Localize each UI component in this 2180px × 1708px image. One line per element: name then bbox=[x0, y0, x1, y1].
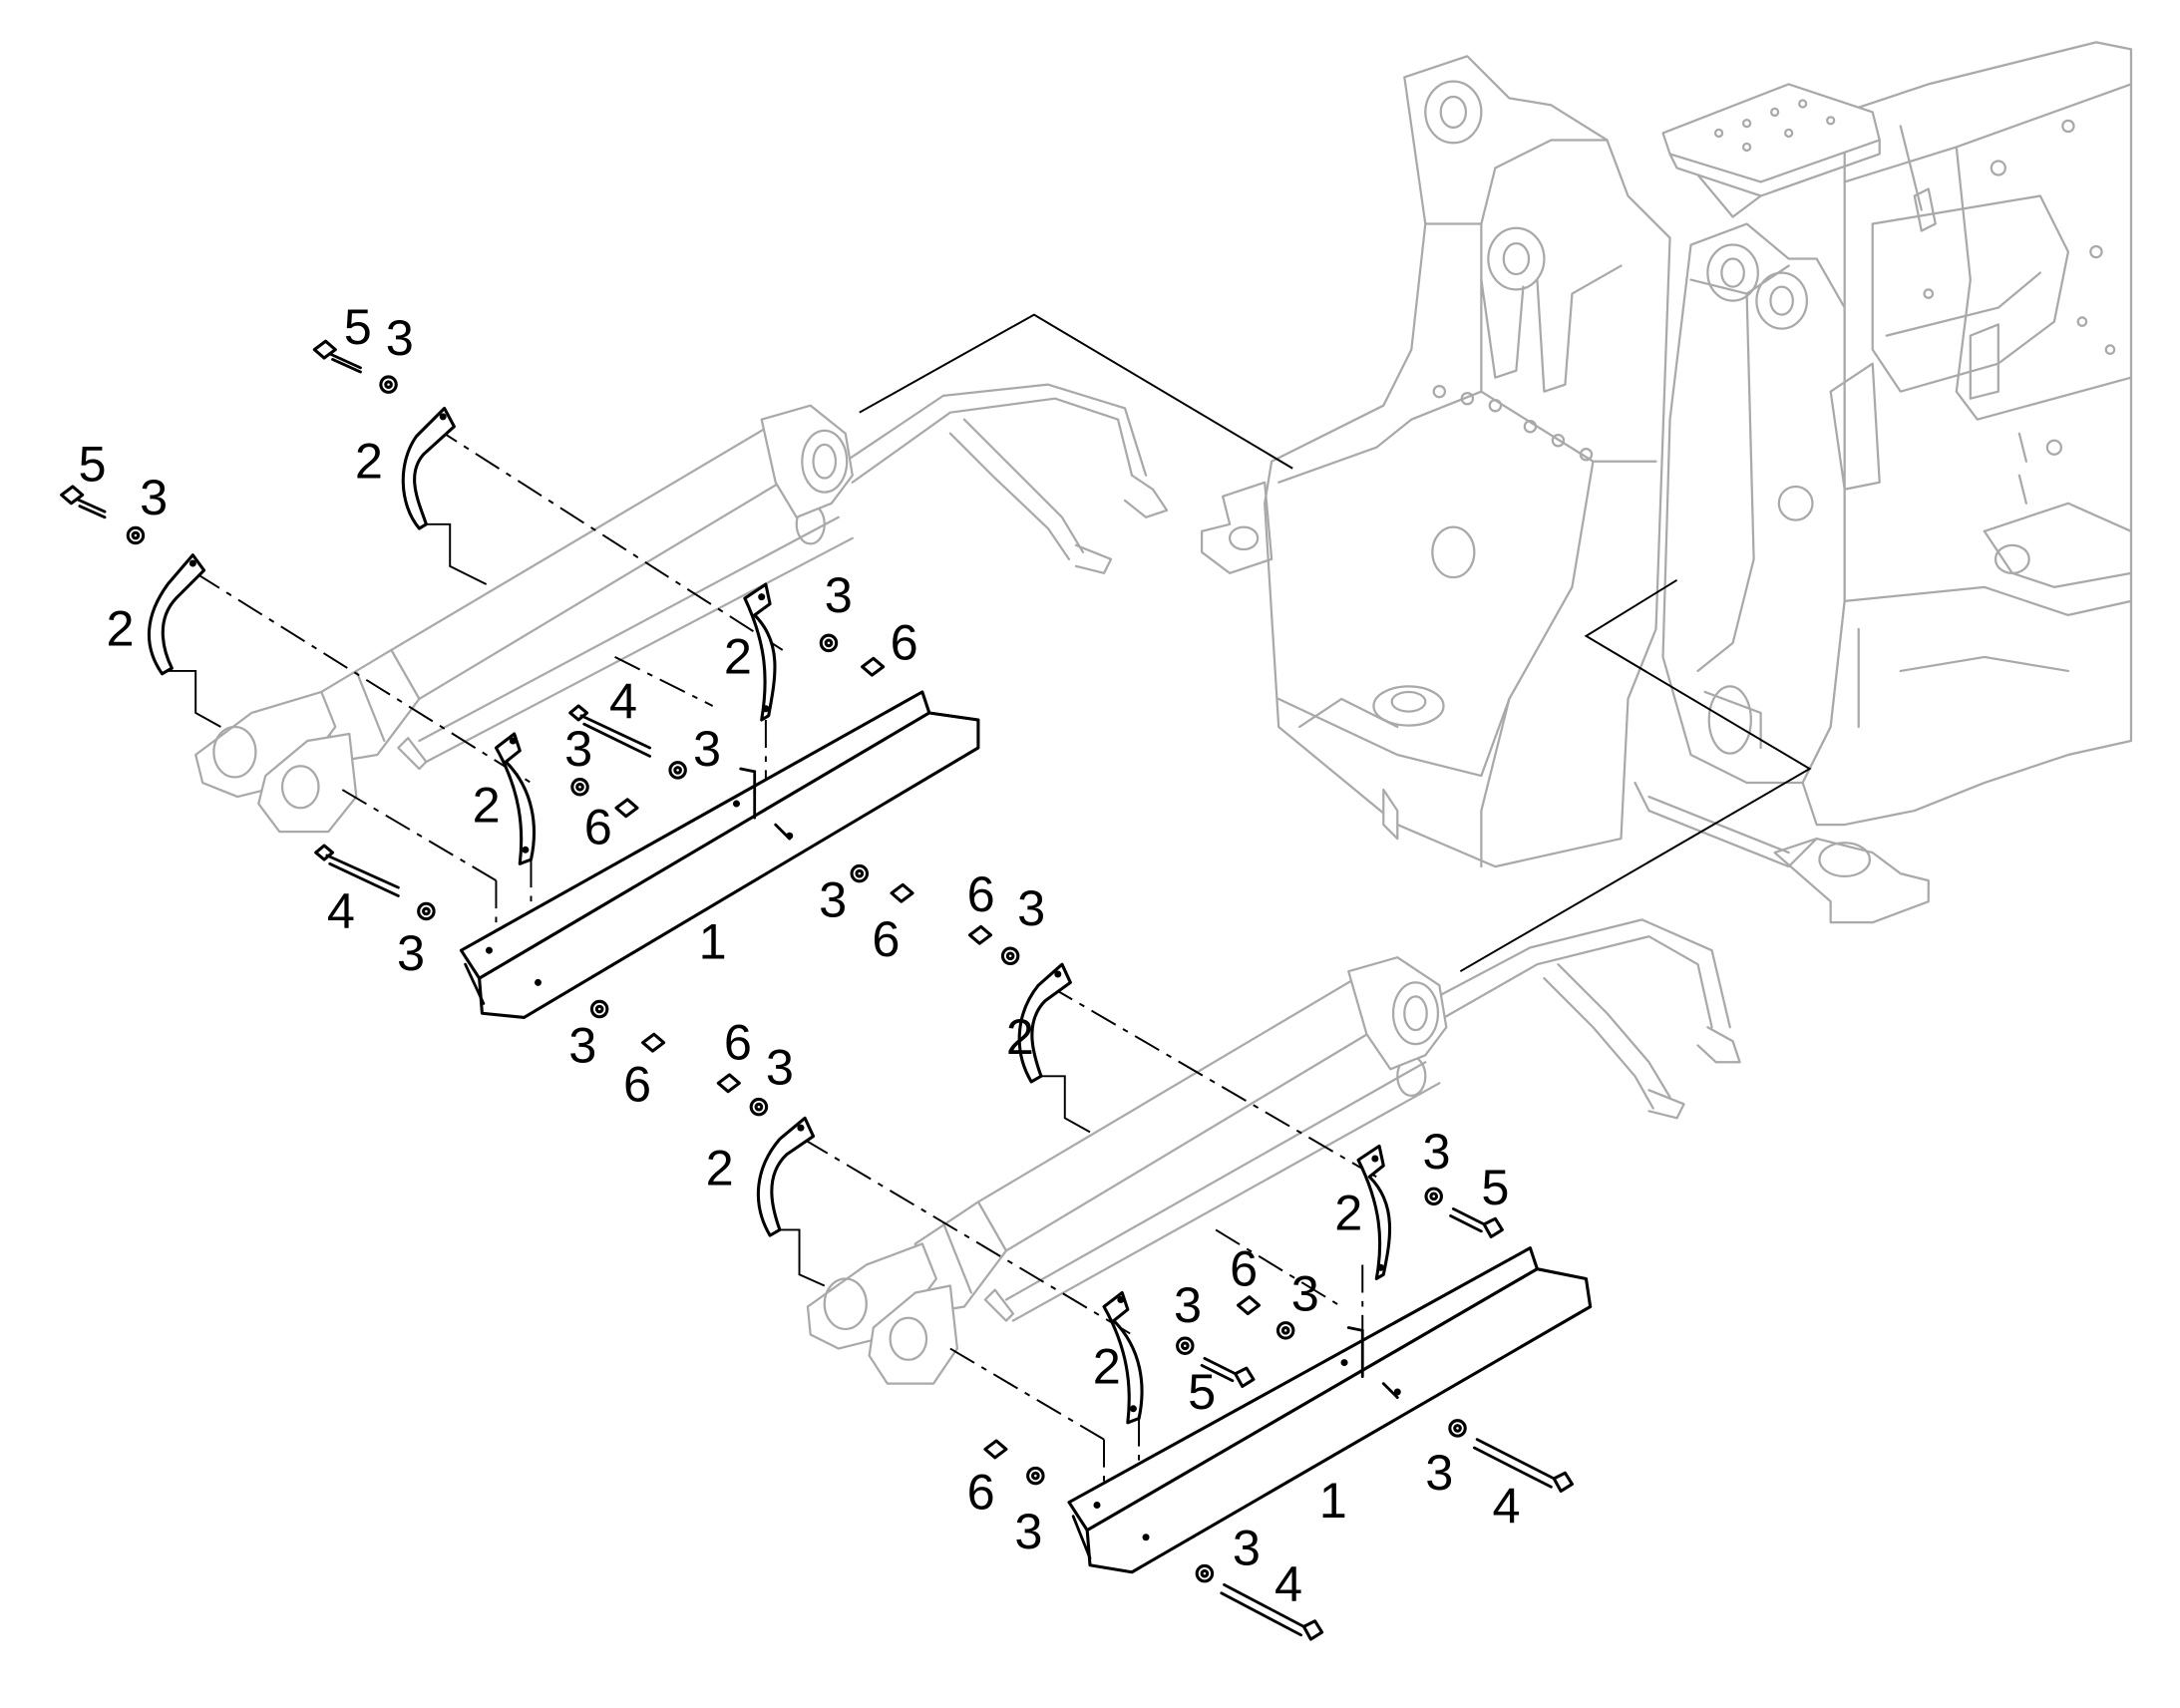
callout-label: 4 bbox=[609, 673, 637, 730]
callout-label: 6 bbox=[872, 910, 900, 967]
machine-frame bbox=[1200, 41, 2133, 924]
callout-label: 3 bbox=[1014, 1503, 1042, 1559]
callout-label: 2 bbox=[1334, 1184, 1362, 1240]
callout-label: 3 bbox=[819, 871, 847, 928]
callout-label: 6 bbox=[891, 614, 918, 671]
lower-clamps bbox=[756, 962, 1392, 1425]
callout-label: 3 bbox=[140, 469, 168, 525]
callout-label: 2 bbox=[473, 776, 501, 833]
callout-label: 6 bbox=[1230, 1239, 1258, 1296]
callout-label: 2 bbox=[1006, 1008, 1034, 1065]
callout-label: 4 bbox=[327, 882, 355, 939]
callout-label: 2 bbox=[106, 600, 134, 657]
upper-clamps bbox=[147, 406, 777, 865]
callout-label: 4 bbox=[1493, 1478, 1521, 1535]
callout-label: 2 bbox=[1093, 1338, 1121, 1395]
callout-label: 1 bbox=[699, 913, 727, 970]
callout-label: 5 bbox=[1188, 1363, 1216, 1420]
callout-label: 3 bbox=[766, 1039, 794, 1096]
upper-fasteners bbox=[60, 339, 914, 1053]
callout-label: 3 bbox=[386, 309, 414, 366]
callout-label: 3 bbox=[1423, 1123, 1451, 1180]
callout-label: 3 bbox=[1425, 1444, 1453, 1501]
callout-label: 3 bbox=[1017, 879, 1045, 936]
callout-label: 5 bbox=[78, 435, 106, 492]
callout-label: 3 bbox=[397, 924, 425, 981]
callout-label: 3 bbox=[568, 1016, 596, 1073]
upper-channel-bar bbox=[459, 690, 980, 1019]
callout-label: 3 bbox=[1233, 1520, 1261, 1576]
callout-label: 2 bbox=[355, 433, 383, 490]
callout-label: 6 bbox=[724, 1013, 752, 1070]
callout-label: 3 bbox=[1174, 1276, 1202, 1333]
callout-label: 5 bbox=[344, 298, 372, 355]
callout-label: 3 bbox=[1291, 1265, 1319, 1322]
lower-channel-bar bbox=[1067, 1246, 1593, 1574]
callout-label: 2 bbox=[706, 1140, 734, 1196]
callout-label: 5 bbox=[1481, 1159, 1509, 1215]
callout-labels: 5 3 2 5 3 2 3 6 2 4 3 3 2 6 4 3 1 3 6 3 … bbox=[78, 298, 1520, 1612]
callout-label: 2 bbox=[724, 628, 752, 685]
callout-label: 4 bbox=[1274, 1555, 1302, 1612]
callout-label: 1 bbox=[1319, 1472, 1347, 1529]
callout-label: 6 bbox=[584, 799, 612, 855]
callout-label: 3 bbox=[693, 720, 721, 777]
lower-cylinder-assembly bbox=[806, 918, 1741, 1385]
lower-fasteners bbox=[716, 924, 1574, 1641]
upper-cylinder-assembly bbox=[194, 383, 1169, 834]
callout-label: 3 bbox=[825, 566, 853, 623]
callout-label: 3 bbox=[564, 720, 592, 777]
frame-leader-lines bbox=[859, 313, 1812, 973]
callout-label: 6 bbox=[967, 1464, 995, 1521]
callout-label: 6 bbox=[623, 1056, 651, 1113]
callout-label: 6 bbox=[967, 865, 995, 922]
